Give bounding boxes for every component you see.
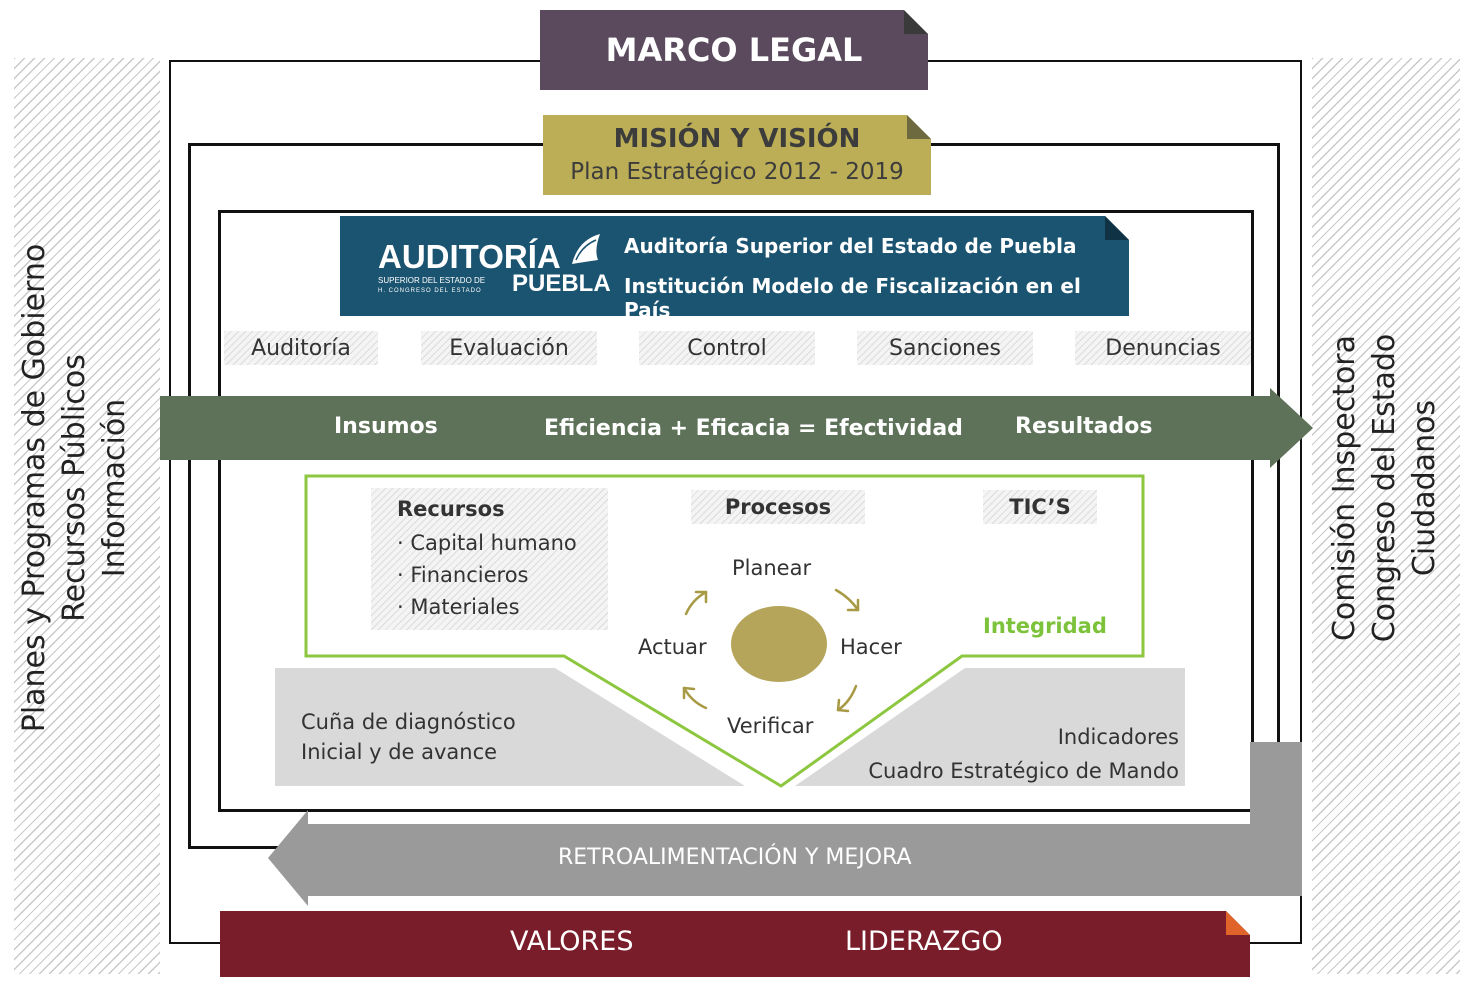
- cycle-hacer: Hacer: [840, 635, 902, 659]
- indicadores-line-2: Cuadro Estratégico de Mando: [868, 759, 1179, 783]
- auditoria-banner: AUDITORÍA SUPERIOR DEL ESTADO DE PUEBLA …: [340, 216, 1129, 322]
- auditoria-line-1: Auditoría Superior del Estado de Puebla: [624, 234, 1077, 258]
- cycle-center-ellipse: [731, 606, 827, 682]
- procesos-label: Procesos: [691, 490, 865, 524]
- arrow-planear-hacer-icon: [834, 588, 860, 612]
- arrow-actuar-planear-icon: [684, 590, 708, 616]
- left-side-line-3: Información: [97, 398, 132, 578]
- gray-wedges: [275, 668, 1185, 786]
- integridad-label: Integridad: [983, 614, 1107, 638]
- flow-resultados: Resultados: [1015, 414, 1153, 439]
- recursos-item-2: · Financieros: [397, 563, 529, 587]
- mision-title: MISIÓN Y VISIÓN: [613, 124, 861, 154]
- arrow-hacer-verificar-icon: [836, 684, 858, 712]
- left-side-line-2: Recursos Públicos: [57, 354, 92, 622]
- flow-formula: Eficiencia + Eficacia = Efectividad: [544, 416, 963, 441]
- marco-legal-label: MARCO LEGAL: [605, 31, 863, 69]
- indicadores-line-1: Indicadores: [1057, 725, 1179, 749]
- tab-sanciones: Sanciones: [857, 331, 1033, 365]
- left-side-line-1: Planes y Programas de Gobierno: [17, 243, 52, 733]
- recursos-box: [371, 488, 608, 630]
- marco-legal-banner: MARCO LEGAL: [540, 10, 928, 90]
- left-side-panel: [14, 58, 160, 974]
- mision-vision-banner: MISIÓN Y VISIÓN Plan Estratégico 2012 - …: [543, 115, 931, 195]
- logo-puebla-text: PUEBLA: [512, 270, 611, 297]
- logo-tiny-text: H. CONGRESO DEL ESTADO: [378, 288, 482, 294]
- recursos-title: Recursos: [397, 497, 505, 521]
- auditoria-logo: AUDITORÍA SUPERIOR DEL ESTADO DE PUEBLA …: [378, 234, 611, 304]
- tab-control: Control: [639, 331, 815, 365]
- tab-auditoria: Auditoría: [224, 331, 378, 365]
- cycle-planear: Planear: [732, 556, 812, 580]
- left-side-text: Planes y Programas de Gobierno Recursos …: [15, 28, 135, 948]
- auditoria-line-2: Institución Modelo de Fiscalización en e…: [624, 274, 1081, 322]
- right-side-panel: [1312, 58, 1460, 974]
- tab-evaluacion: Evaluación: [421, 331, 597, 365]
- valores-banner: [220, 911, 1250, 977]
- cycle-arrows: [682, 588, 860, 713]
- logo-book-icon: [572, 234, 600, 264]
- logo-small-text: SUPERIOR DEL ESTADO DE: [378, 276, 486, 285]
- recursos-item-3: · Materiales: [397, 595, 520, 619]
- logo-main-text: AUDITORÍA: [378, 238, 561, 275]
- tics-label: TIC’S: [983, 490, 1097, 524]
- integridad-outline: [304, 474, 1145, 788]
- arrow-verificar-actuar-icon: [682, 686, 708, 710]
- right-side-line-2: Congreso del Estado: [1367, 333, 1402, 643]
- valores-label: VALORES: [510, 926, 634, 957]
- cycle-actuar: Actuar: [638, 635, 707, 659]
- mision-subtitle: Plan Estratégico 2012 - 2019: [570, 159, 904, 185]
- cuna-line-1: Cuña de diagnóstico: [301, 710, 516, 734]
- retro-label: RETROALIMENTACIÓN Y MEJORA: [558, 845, 912, 870]
- cycle-verificar: Verificar: [727, 714, 814, 738]
- retro-arrow: [268, 742, 1302, 906]
- cuna-line-2: Inicial y de avance: [301, 740, 498, 764]
- recursos-item-1: · Capital humano: [397, 531, 577, 555]
- tab-denuncias: Denuncias: [1075, 331, 1251, 365]
- right-side-line-3: Ciudadanos: [1407, 399, 1442, 577]
- flow-insumos: Insumos: [334, 414, 438, 439]
- liderazgo-label: LIDERAZGO: [845, 926, 1003, 957]
- flow-arrow: [160, 388, 1313, 468]
- right-side-text: Comisión Inspectora Congreso del Estado …: [1325, 28, 1445, 948]
- right-side-line-1: Comisión Inspectora: [1327, 334, 1362, 642]
